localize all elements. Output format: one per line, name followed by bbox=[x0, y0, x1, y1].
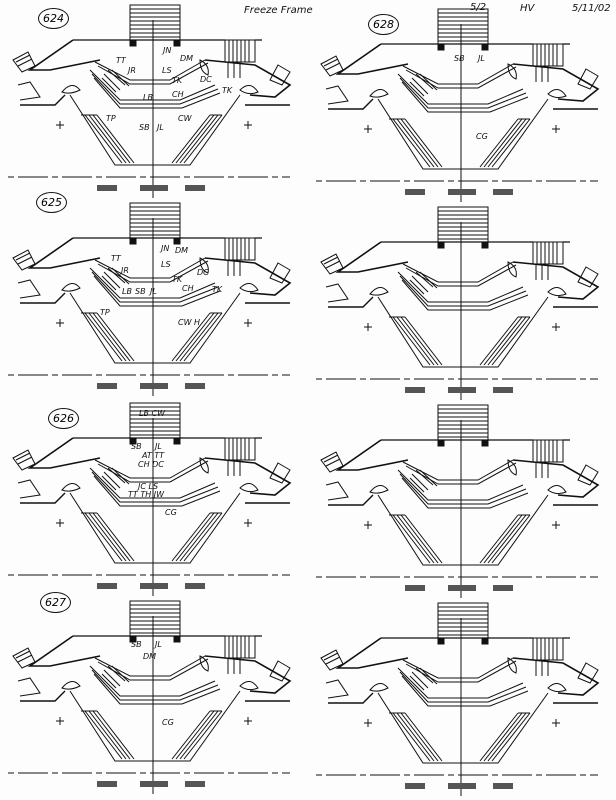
stage-plan bbox=[0, 596, 308, 794]
blocking-label: CW H bbox=[178, 318, 201, 327]
blocking-label: DC bbox=[200, 75, 212, 84]
panel-number: 628 bbox=[368, 14, 399, 35]
blocking-label: TT TH JW bbox=[128, 490, 165, 499]
blocking-label: CH bbox=[172, 90, 184, 99]
blocking-label: SB bbox=[454, 54, 465, 63]
panel-number: 626 bbox=[48, 408, 79, 429]
blocking-label: AT TT bbox=[142, 451, 165, 460]
stage-plan bbox=[0, 0, 308, 198]
blocking-label: JR bbox=[128, 66, 136, 75]
stage-diagram-628: 628 SB JL CG bbox=[308, 4, 616, 202]
page-ref-note: 5/2 bbox=[470, 2, 487, 13]
stage-diagram-blank bbox=[308, 202, 616, 400]
blocking-label: DM bbox=[180, 54, 194, 63]
blocking-label: DM bbox=[175, 246, 189, 255]
blocking-label: LB bbox=[122, 287, 132, 296]
initials-note: HV bbox=[520, 3, 535, 14]
date-note: 5/11/02 bbox=[572, 3, 611, 14]
blocking-label: JR bbox=[121, 266, 129, 275]
blocking-label: JN bbox=[163, 46, 172, 55]
blocking-label: LS bbox=[161, 260, 171, 269]
blocking-label: JL bbox=[155, 442, 162, 451]
panel-number: 624 bbox=[38, 8, 69, 29]
stage-diagram-blank bbox=[308, 400, 616, 598]
blocking-label: TT bbox=[116, 56, 126, 65]
blocking-label: LS bbox=[162, 66, 172, 75]
blocking-label: SB bbox=[131, 442, 142, 451]
stage-diagram-627: 627 SB JL DM CG bbox=[0, 592, 308, 794]
blocking-label: CH bbox=[182, 284, 194, 293]
blocking-label: TT bbox=[111, 254, 121, 263]
blocking-label: CW bbox=[178, 114, 192, 123]
stage-plan bbox=[308, 400, 616, 598]
panel-number: 627 bbox=[40, 592, 71, 613]
blocking-label: SB bbox=[131, 640, 142, 649]
blocking-label: DM bbox=[143, 652, 157, 661]
blocking-label: LB bbox=[143, 93, 153, 102]
freeze-frame-note: Freeze Frame bbox=[244, 5, 313, 16]
blocking-label: JN bbox=[161, 244, 170, 253]
blocking-label: TK bbox=[222, 86, 233, 95]
blocking-label: TK bbox=[172, 275, 183, 284]
blocking-label: LB CW bbox=[139, 409, 165, 418]
blocking-label: TK bbox=[172, 76, 183, 85]
panel-number: 625 bbox=[36, 192, 67, 213]
stage-diagram-626: 626 LB CW SB JL AT TT CH DC JC LS TT TH … bbox=[0, 398, 308, 596]
blocking-label: JL bbox=[150, 287, 157, 296]
blocking-label: TP bbox=[100, 308, 110, 317]
blocking-label: JC LS bbox=[138, 482, 159, 491]
stage-plan bbox=[308, 202, 616, 400]
blocking-label: CG bbox=[162, 718, 174, 727]
blocking-label: CH DC bbox=[138, 460, 164, 469]
blocking-label: SB bbox=[139, 123, 150, 132]
blocking-label: JL bbox=[157, 123, 164, 132]
stage-diagram-624: 624 TT JR JN DM LS TK DC CH LB SB JL TP … bbox=[0, 0, 308, 198]
stage-plan bbox=[0, 198, 308, 396]
stage-plan bbox=[308, 598, 616, 796]
stage-diagram-blank bbox=[308, 598, 616, 796]
blocking-label: TK bbox=[212, 285, 223, 294]
blocking-label: TP bbox=[106, 114, 116, 123]
blocking-label: JL bbox=[155, 640, 162, 649]
blocking-label: SB bbox=[135, 287, 146, 296]
stage-diagram-625: 625 JN DM TT JR LS DC TK CH LB SB JL TK … bbox=[0, 192, 308, 396]
blocking-label: JL bbox=[478, 54, 485, 63]
blocking-label: DC bbox=[197, 268, 209, 277]
stage-plan bbox=[308, 4, 616, 202]
blocking-label: CG bbox=[476, 132, 488, 141]
blocking-label: CG bbox=[165, 508, 177, 517]
